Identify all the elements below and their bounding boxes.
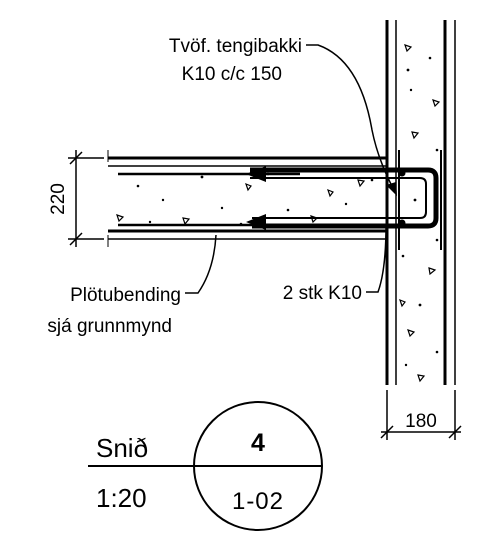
callout-bars: 2 stk K10 — [283, 283, 362, 304]
callout-stirrup-line1: Tvöf. tengibakki — [169, 36, 302, 57]
slab — [107, 150, 387, 247]
section-marker — [88, 401, 323, 531]
dim-wall-thickness: 180 — [405, 411, 437, 432]
concrete-dots — [136, 56, 439, 367]
leaders — [185, 44, 395, 294]
stirrup-arrow-top — [246, 166, 266, 182]
stirrup-arrow-bottom — [246, 214, 266, 230]
callout-stirrup-line2: K10 c/c 150 — [182, 64, 282, 85]
concrete-hatch — [116, 44, 441, 383]
callout-slab-line2: sjá grunnmynd — [47, 316, 172, 337]
section-number: 4 — [251, 429, 265, 457]
bar-sections — [398, 169, 406, 227]
dim-220 — [68, 150, 104, 247]
leader-arrow-stirrup — [386, 182, 397, 196]
reinforcement — [118, 150, 442, 250]
section-scale: 1:20 — [96, 483, 147, 513]
dim-180 — [380, 390, 462, 440]
wall — [385, 20, 456, 385]
dim-slab-thickness: 220 — [48, 183, 69, 215]
callout-slab-line1: Plötubending — [70, 285, 181, 306]
section-title: Snið — [96, 433, 148, 463]
section-sheet: 1-02 — [232, 488, 284, 515]
